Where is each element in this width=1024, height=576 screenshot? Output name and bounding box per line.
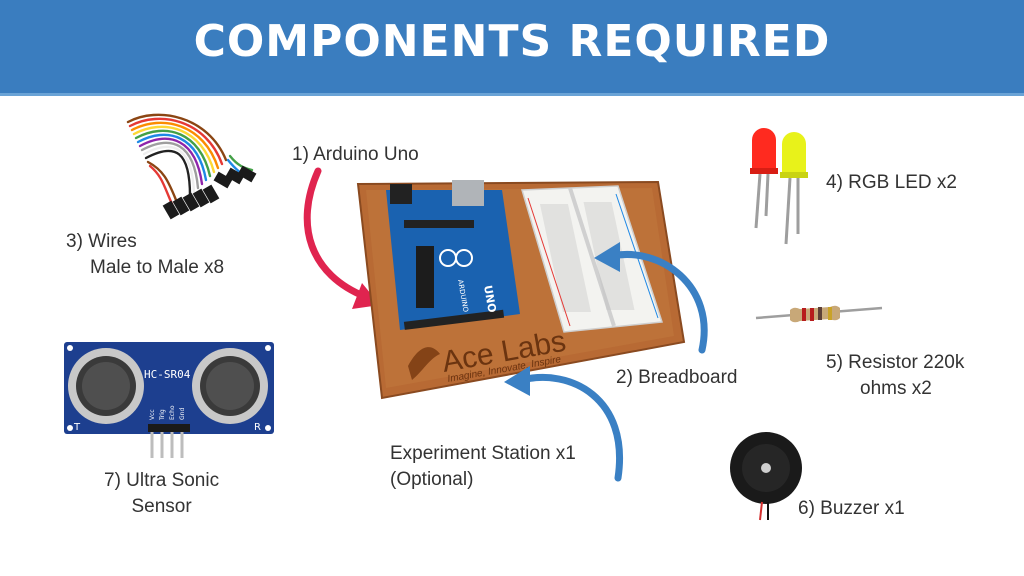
svg-text:Gnd: Gnd [179, 408, 186, 420]
banner-divider [0, 93, 1024, 96]
wires-label-line2: Male to Male x8 [90, 257, 225, 278]
svg-text:T: T [73, 422, 81, 433]
resistor-label-line1: 5) Resistor 220k [826, 352, 965, 373]
led-image [750, 128, 808, 245]
ultrasonic-sensor-image: HC-SR04 T R Vcc Trig Echo Gnd [64, 342, 274, 458]
resistor-image [755, 305, 883, 323]
wires-image [126, 113, 257, 220]
resistor-label-line2: ohms x2 [860, 378, 932, 399]
station-label-line2: (Optional) [390, 469, 474, 490]
sensor-model-text: HC-SR04 [144, 368, 191, 381]
breadboard-arrow [594, 242, 708, 354]
led-label: 4) RGB LED x2 [826, 172, 957, 193]
breadboard-label: 2) Breadboard [616, 367, 738, 388]
arduino-uno-board: UNO ARDUINO [386, 180, 520, 330]
sensor-label: 7) Ultra Sonic Sensor [104, 468, 219, 520]
svg-text:UNO: UNO [481, 284, 499, 313]
svg-text:Trig: Trig [159, 409, 166, 421]
wires-label-line1: 3) Wires [66, 231, 137, 252]
wires-label: 3) Wires Male to Male x8 [66, 229, 224, 281]
buzzer-image [730, 432, 802, 521]
station-label: Experiment Station x1 (Optional) [390, 441, 576, 493]
station-arrow [504, 366, 623, 482]
svg-text:Echo: Echo [169, 405, 176, 420]
sensor-label-line2: Sensor [131, 496, 192, 517]
experiment-station-image: UNO ARDUINO Ace Labs Imagine, Innovate, … [356, 180, 686, 400]
station-label-line1: Experiment Station x1 [390, 443, 576, 464]
svg-text:R: R [254, 422, 261, 433]
buzzer-label: 6) Buzzer x1 [798, 498, 905, 519]
arduino-label: 1) Arduino Uno [292, 144, 419, 165]
resistor-label: 5) Resistor 220k ohms x2 [826, 350, 964, 402]
title-banner [0, 0, 1024, 93]
svg-text:Vcc: Vcc [149, 409, 156, 420]
page-title: COMPONENTS REQUIRED [193, 16, 831, 67]
sensor-label-line1: 7) Ultra Sonic [104, 470, 220, 491]
